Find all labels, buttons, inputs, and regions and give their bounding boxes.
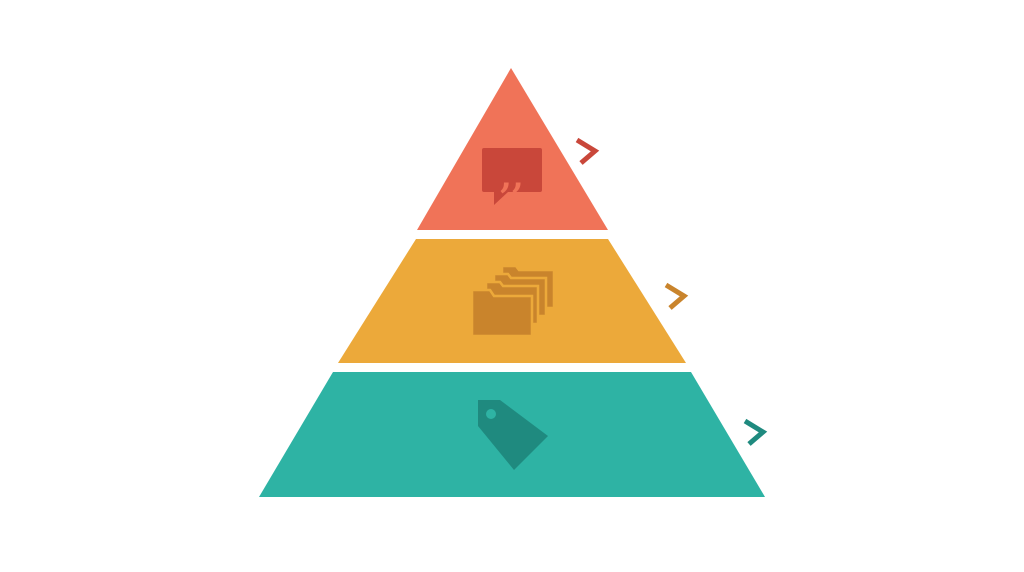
chevron-right-icon: [743, 418, 768, 446]
svg-text:,,: ,,: [500, 157, 524, 197]
chevron-right-icon: [575, 137, 600, 165]
price-tag-icon: [478, 400, 548, 470]
pyramid-tier-top: ,,: [417, 68, 608, 230]
pyramid-tier-bottom: [259, 372, 768, 497]
pyramid-tier-middle: [338, 239, 689, 363]
chevron-right-icon: [664, 282, 689, 310]
stacked-folders-icon: [470, 264, 556, 338]
quote-speech-bubble-icon: ,,: [482, 148, 542, 205]
